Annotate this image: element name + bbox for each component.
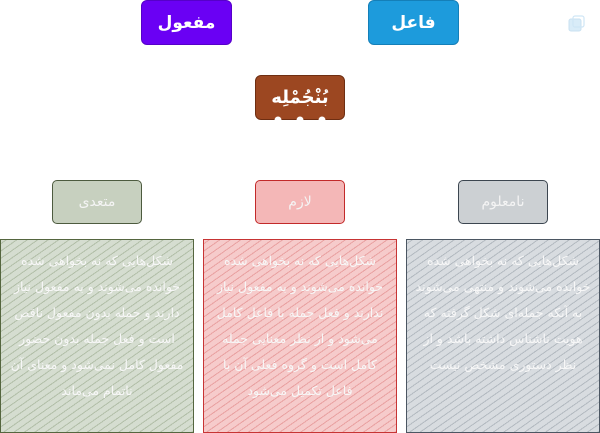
center-tag: بُنْجُمْلِه <box>255 75 345 120</box>
fail-tag: فاعل <box>368 0 459 45</box>
column-heading-middle: لازم <box>255 180 345 224</box>
column-panel-middle: شکل‌هایی که نه بخواهی شده خوانده می‌شوند… <box>203 239 397 433</box>
column-heading-right: نامعلوم <box>458 180 548 224</box>
connection-dots-icon <box>274 116 326 124</box>
app-logo-icon <box>568 15 585 32</box>
column-heading-left: متعدی <box>52 180 142 224</box>
maful-tag: مفعول <box>141 0 232 45</box>
column-panel-left: شکل‌هایی که نه بخواهی شده خوانده می‌شوند… <box>0 239 194 433</box>
column-panel-right: شکل‌هایی که نه بخواهی شده خوانده می‌شوند… <box>406 239 600 433</box>
